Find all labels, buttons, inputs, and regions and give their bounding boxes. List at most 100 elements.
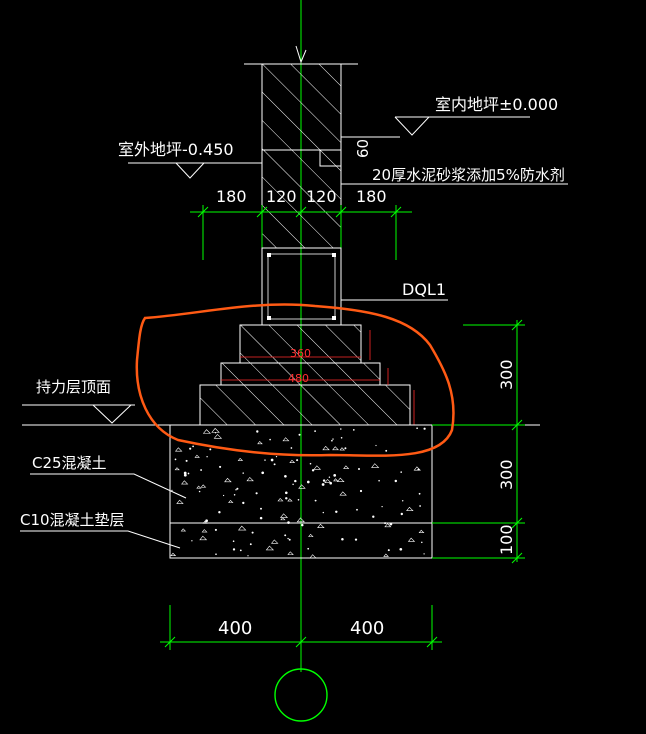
concrete-speckle (213, 433, 223, 439)
concrete-speckle (307, 547, 310, 550)
concrete-speckle (224, 477, 232, 483)
concrete-speckle (275, 455, 278, 458)
concrete-speckle (418, 492, 421, 495)
concrete-speckle (333, 474, 337, 477)
concrete-speckle (191, 540, 193, 542)
concrete-speckle (260, 507, 262, 510)
concrete-speckle (328, 476, 331, 478)
concrete-speckle (332, 446, 340, 451)
c25-label: C25混凝土 (32, 454, 107, 472)
concrete-speckle (333, 478, 339, 482)
concrete-speckle (309, 462, 312, 465)
concrete-speckle (218, 511, 221, 514)
dim-180-left: 180 (216, 187, 247, 206)
dim-480: 480 (288, 372, 309, 385)
concrete-speckle (292, 483, 294, 486)
concrete-speckle (372, 515, 375, 518)
concrete-speckle (289, 459, 296, 463)
concrete-speckle (423, 553, 425, 555)
concrete-speckle (194, 454, 200, 458)
concrete-speckle (354, 538, 358, 541)
concrete-speckle (202, 429, 211, 434)
concrete-speckle (298, 433, 301, 436)
concrete-speckle (183, 473, 187, 477)
concrete-speckle (270, 539, 279, 544)
indoor-floor-label: 室内地坪±0.000 (435, 95, 558, 114)
concrete-speckle (356, 508, 358, 511)
concrete-speckle (232, 548, 236, 551)
concrete-speckle (185, 459, 188, 462)
concrete-speckle (317, 523, 325, 528)
concrete-speckle (280, 517, 286, 521)
concrete-speckle (171, 489, 173, 491)
concrete-speckle (265, 545, 275, 551)
concrete-speckle (237, 457, 244, 461)
concrete-speckle (201, 529, 208, 533)
concrete-speckle (192, 445, 194, 448)
dim-400-left: 400 (218, 618, 252, 639)
bearing-layer-marker (22, 404, 135, 424)
dql-label: DQL1 (402, 280, 446, 299)
concrete-speckle (381, 505, 383, 508)
concrete-speckle (341, 538, 344, 541)
concrete-speckle (383, 553, 389, 557)
concrete-speckle (269, 438, 271, 441)
concrete-speckle (406, 506, 414, 511)
concrete-speckle (335, 510, 338, 514)
concrete-speckle (206, 456, 208, 458)
concrete-speckle (287, 521, 290, 524)
concrete-speckle (358, 468, 360, 470)
outdoor-ground-label: 室外地坪-0.450 (118, 140, 234, 159)
concrete-speckle (209, 448, 212, 451)
concrete-speckle (340, 428, 342, 430)
concrete-speckle (180, 528, 187, 532)
c10-label: C10混凝土垫层 (20, 511, 125, 529)
concrete-speckle (214, 528, 217, 531)
concrete-speckle (205, 519, 208, 523)
concrete-speckle (257, 440, 263, 445)
concrete-speckle (228, 499, 234, 503)
concrete-speckle (277, 497, 284, 502)
concrete-speckle (421, 541, 423, 544)
concrete-speckle (407, 537, 416, 542)
dim-60: 60 (354, 139, 372, 158)
top-dimension (190, 205, 412, 260)
concrete-speckle (314, 499, 317, 502)
indoor-floor-marker (394, 116, 530, 136)
concrete-speckle (287, 498, 293, 502)
dim-300-mid: 300 (497, 459, 516, 490)
markup-outline (135, 303, 455, 457)
concrete-speckle (222, 494, 225, 497)
right-dimensions (432, 319, 525, 564)
concrete-speckle (399, 547, 403, 551)
concrete-speckle (385, 449, 388, 452)
concrete-speckle (352, 429, 355, 431)
concrete-speckle (284, 534, 287, 537)
concrete-speckle (242, 501, 245, 505)
concrete-speckle (384, 522, 387, 525)
bearing-layer-label: 持力层顶面 (36, 378, 111, 396)
concrete-speckle (236, 487, 239, 490)
concrete-speckle (384, 523, 392, 528)
concrete-speckle (219, 465, 222, 468)
concrete-speckle (174, 458, 177, 461)
concrete-speckle (187, 472, 190, 475)
concrete-speckle (288, 538, 291, 541)
concrete-speckle (322, 479, 326, 482)
dim-120-left: 120 (266, 187, 297, 206)
concrete-speckle (400, 471, 402, 473)
concrete-speckle (416, 427, 418, 430)
concrete-speckle (215, 553, 217, 555)
wall (244, 45, 400, 249)
concrete-speckle (329, 481, 332, 485)
concrete-speckle (340, 437, 343, 439)
concrete-speckle (290, 447, 293, 449)
concrete-speckle (239, 549, 242, 552)
dim-360: 360 (290, 347, 311, 360)
axis-bubble (274, 668, 328, 722)
concrete-speckle (200, 484, 207, 488)
concrete-speckle (251, 531, 254, 534)
concrete-speckle (255, 492, 258, 495)
concrete-speckle (235, 489, 237, 491)
